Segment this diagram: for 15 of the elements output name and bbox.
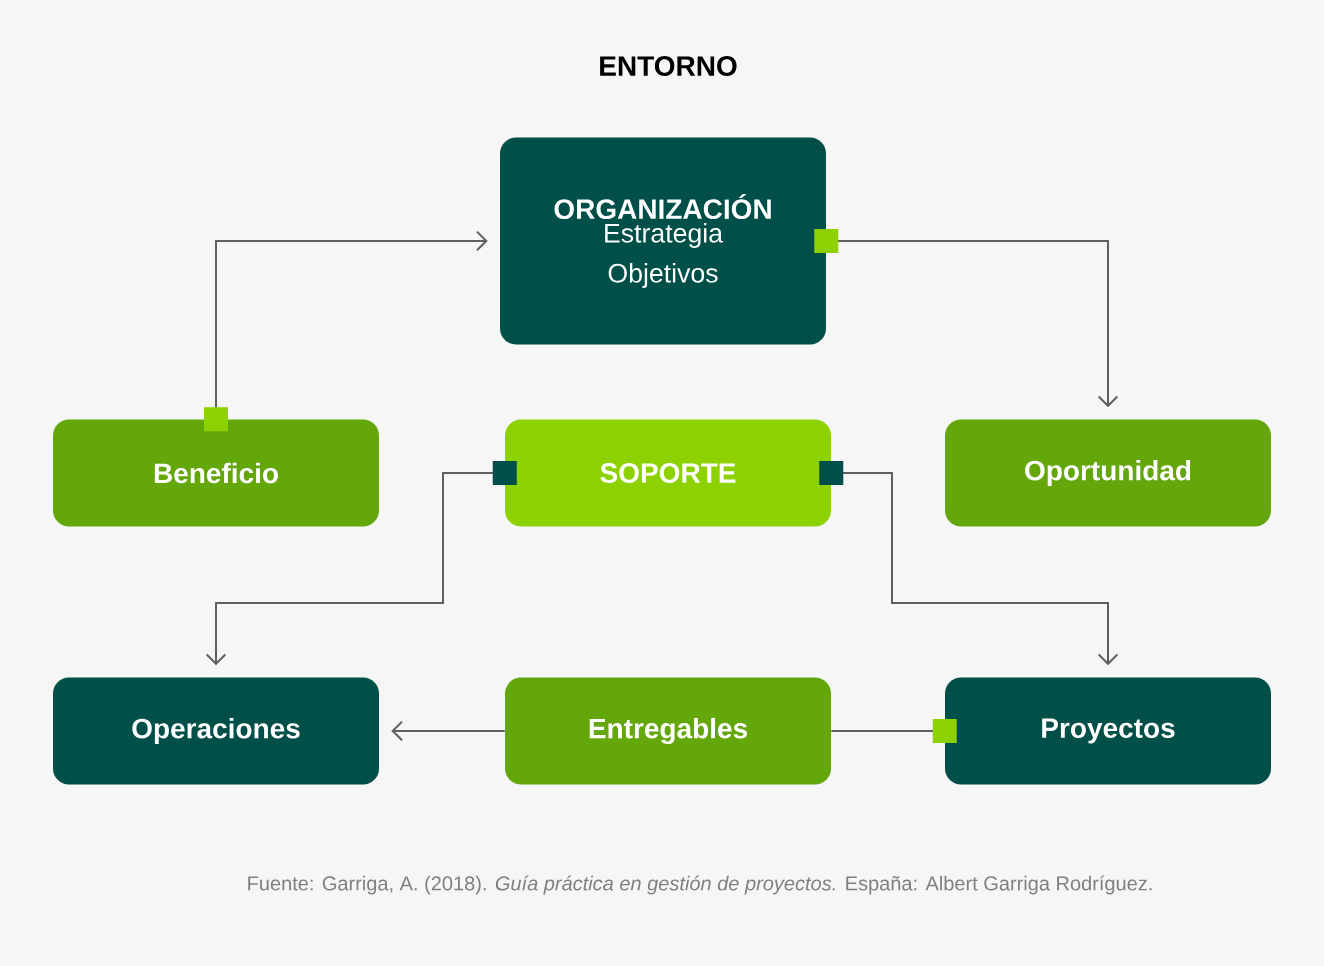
arrow: [819, 461, 1119, 666]
arrow: [205, 461, 517, 666]
process-box: Beneficio: [53, 419, 379, 527]
arrow: [814, 229, 1119, 408]
process-box: Proyectos: [945, 677, 1271, 785]
process-box: Operaciones: [53, 677, 379, 785]
caption: Fuente: Garriga, A. (2018). Guía práctica en gestión de proyectos. España: Albert Garriga Rodríguez.: [248, 875, 1152, 895]
title: ENTORNO: [600, 56, 737, 76]
process-box: ORGANIZACIÓN Estrategia Objetivos: [500, 137, 826, 345]
arrow: [830, 719, 957, 743]
process-box: Oportunidad: [945, 419, 1271, 527]
process-box: SOPORTE: [505, 419, 831, 527]
arrow: [204, 230, 488, 432]
arrow: [391, 720, 506, 742]
process-box: Entregables: [505, 677, 831, 785]
